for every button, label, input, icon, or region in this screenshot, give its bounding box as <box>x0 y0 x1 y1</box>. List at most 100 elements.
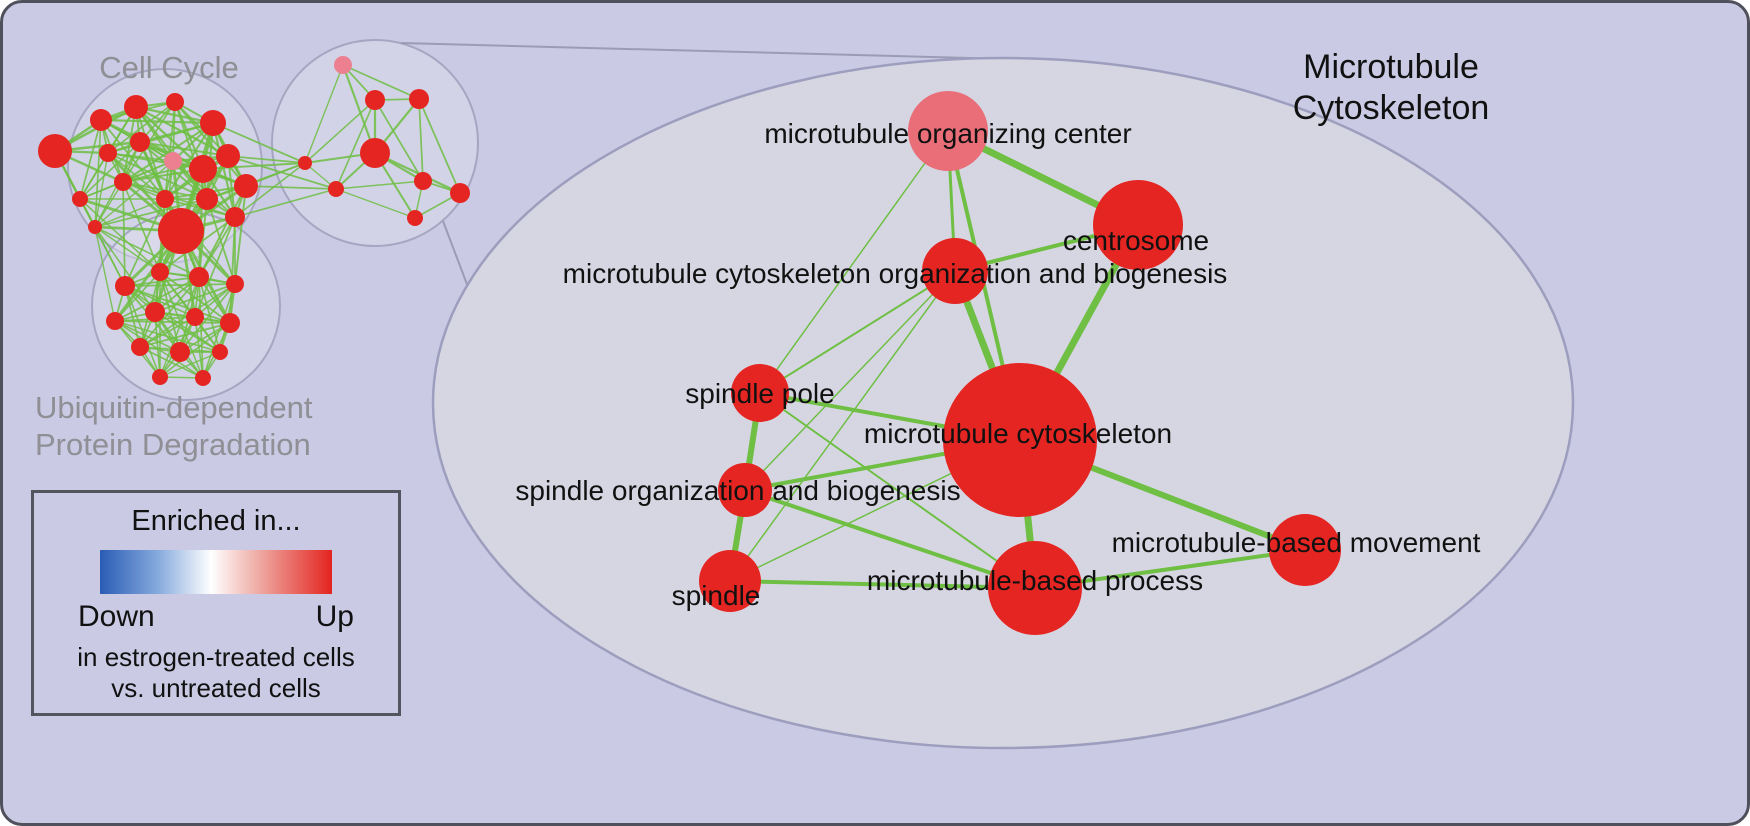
overview-edge <box>154 283 236 313</box>
overview-edge <box>114 320 181 353</box>
overview-edge <box>154 311 161 378</box>
overview-node <box>152 369 168 385</box>
overview-node <box>38 134 72 168</box>
overview-edge <box>335 99 376 190</box>
overview-edge <box>94 226 161 273</box>
overview-edge <box>304 64 344 164</box>
overview-edge <box>94 119 102 228</box>
detail-edge-microtubule-cytoskeleton-organization-and-biogenesis--spindle-pole <box>759 270 956 394</box>
overview-edge <box>79 119 102 200</box>
overview-edge <box>227 155 306 164</box>
overview-edge <box>418 98 461 194</box>
overview-node <box>151 263 169 281</box>
legend-subtitle: in estrogen-treated cells vs. untreated … <box>34 642 398 704</box>
overview-edge <box>122 122 214 183</box>
overview-edge <box>194 216 236 318</box>
overview-edge <box>234 188 337 218</box>
node-microtubule-organizing-center <box>908 91 988 171</box>
overview-edge <box>139 141 229 157</box>
overview-edge <box>198 198 208 278</box>
legend-gradient-bar <box>100 550 332 594</box>
overview-node <box>409 89 429 109</box>
overview-node <box>334 56 352 74</box>
overview-node <box>414 172 432 190</box>
overview-edge <box>124 285 161 378</box>
node-label-microtubule-cytoskeleton-organization-and-biogenesis: microtubule cytoskeleton organization an… <box>563 258 1228 289</box>
overview-node <box>220 313 240 333</box>
overview-edge <box>374 151 461 195</box>
overview-node <box>234 174 258 198</box>
overview-edge <box>304 99 376 164</box>
legend-subtitle-line2: vs. untreated cells <box>111 673 321 703</box>
overview-node <box>131 338 149 356</box>
node-microtubule-cytoskeleton <box>943 363 1097 517</box>
legend-subtitle-line1: in estrogen-treated cells <box>77 642 355 672</box>
ubiquitin-label-line1: Ubiquitin-dependent <box>35 390 313 425</box>
overview-node <box>158 208 204 254</box>
overview-node <box>225 207 245 227</box>
overview-edge <box>139 322 231 348</box>
cluster-label-ubiquitin: Ubiquitin-dependent Protein Degradation <box>35 389 313 463</box>
overview-node <box>195 370 211 386</box>
overview-node <box>170 342 190 362</box>
microtubule-label-line2: Cytoskeleton <box>1292 89 1490 127</box>
legend-down-label: Down <box>78 600 155 633</box>
node-label-spindle-organization-and-biogenesis: spindle organization and biogenesis <box>515 475 960 506</box>
node-label-microtubule-based-movement: microtubule-based movement <box>1112 527 1481 558</box>
overview-edge <box>335 188 416 219</box>
overview-node <box>226 275 244 293</box>
overview-node <box>450 183 470 203</box>
overview-node <box>365 90 385 110</box>
node-label-spindle-pole: spindle pole <box>685 378 834 409</box>
overview-edge <box>107 101 176 154</box>
legend-up-label: Up <box>315 600 354 633</box>
overview-edge <box>198 276 204 379</box>
overview-node <box>298 156 312 170</box>
node-spindle <box>699 550 761 612</box>
detail-edge-spindle--microtubule-based-process <box>728 579 1037 590</box>
overview-node <box>200 110 226 136</box>
overview-node <box>189 267 209 287</box>
overview-edge <box>139 276 200 348</box>
overview-edge <box>114 276 200 322</box>
overview-edge <box>245 185 337 190</box>
overview-node <box>328 181 344 197</box>
overview-node <box>106 312 124 330</box>
detail-edge-spindle-pole--microtubule-based-process <box>759 392 1036 589</box>
overview-edge <box>107 122 214 154</box>
node-centrosome <box>1093 180 1183 270</box>
overview-edge <box>179 283 236 353</box>
overview-edge <box>122 181 236 218</box>
node-label-centrosome: centrosome <box>1063 225 1209 256</box>
overview-edge <box>212 122 306 164</box>
overview-edge <box>94 226 156 313</box>
legend-title: Enriched in... <box>131 505 301 537</box>
ubiquitin-label-line2: Protein Degradation <box>35 427 311 462</box>
microtubule-label-line1: Microtubule <box>1303 48 1479 86</box>
overview-edge <box>114 271 161 322</box>
overview-edge <box>342 64 420 100</box>
cluster-label-microtubule-cytoskeleton: Microtubule Cytoskeleton <box>1236 47 1546 129</box>
node-spindle-organization-and-biogenesis <box>718 463 772 517</box>
overview-edge <box>124 283 236 287</box>
node-spindle-pole <box>731 364 789 422</box>
overview-edge <box>234 185 247 285</box>
overview-node <box>407 210 423 226</box>
overview-node <box>164 152 182 170</box>
network-svg: microtubule organizing centercentrosomem… <box>38 39 1575 750</box>
overview-edge <box>418 98 424 182</box>
node-label-microtubule-organizing-center: microtubule organizing center <box>764 118 1131 149</box>
detail-edge-microtubule-organizing-center--spindle-pole <box>759 130 949 394</box>
overview-edge <box>94 226 116 322</box>
overview-edge <box>94 198 208 228</box>
legend: Enriched in... Down Up in estrogen-treat… <box>31 490 401 716</box>
node-microtubule-based-movement <box>1269 514 1341 586</box>
overview-node <box>115 276 135 296</box>
overview-node <box>88 220 102 234</box>
overview-node <box>216 144 240 168</box>
overview-edge <box>234 162 306 218</box>
detail-edge-microtubule-cytoskeleton-organization-and-biogenesis--spindle <box>729 270 956 582</box>
overview-node <box>130 132 150 152</box>
overview-edge <box>159 351 221 378</box>
